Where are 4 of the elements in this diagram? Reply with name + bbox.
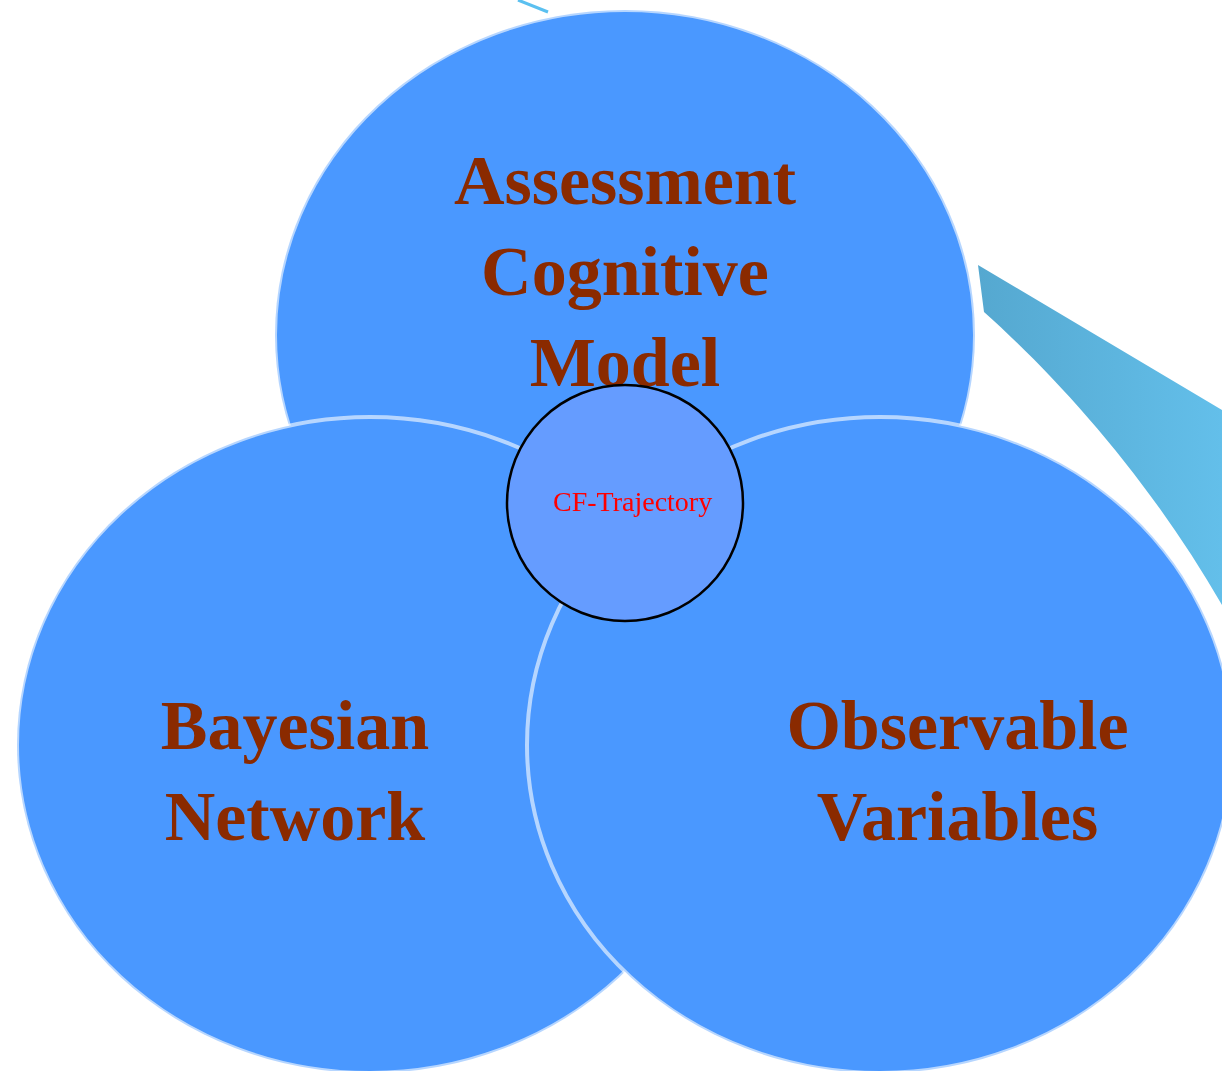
circle-title: Assessment Cognitive Model <box>452 141 798 403</box>
circle-label: CF-Trajectory <box>553 486 714 518</box>
circle-title: Bayesian Network <box>159 686 431 857</box>
circle-title: Observable Variables <box>785 686 1130 857</box>
